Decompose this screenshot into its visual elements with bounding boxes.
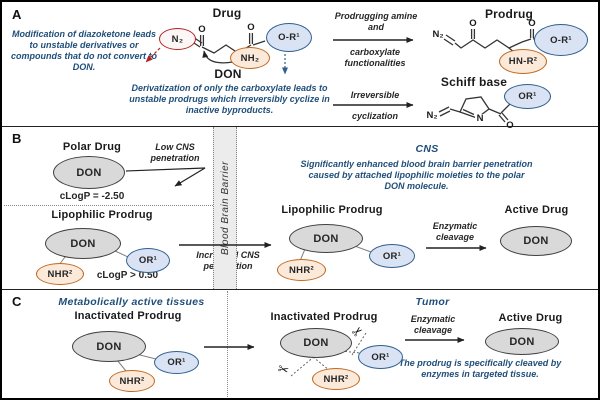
irreversible-label: Irreversible: [350, 90, 400, 100]
unstable-diazo-arrow: [145, 47, 161, 63]
schiff-carbonyl-oxygen: O: [506, 120, 514, 131]
cyclization-label: cyclization: [351, 111, 398, 121]
cleaving-nhr2-chip: NHR²: [312, 368, 360, 390]
panel-c-letter: C: [12, 294, 22, 309]
polar-clogp-value: cLogP = -2.50: [59, 191, 125, 202]
tissue-tumor-divider: [227, 291, 228, 398]
prodrug-ester-chip: O-R¹: [534, 24, 588, 56]
inactivated-or1-chip: OR¹: [154, 351, 199, 374]
lipophilic-prodrug-title: Lipophilic Prodrug: [51, 209, 153, 221]
panel-a-letter: A: [12, 7, 22, 22]
panel-b-c-divider: [2, 289, 598, 290]
prodrug-title: Prodrug: [484, 7, 534, 21]
polar-don-chip: DON: [53, 156, 125, 189]
prodrug-ketone-oxygen: O: [469, 18, 477, 29]
cleaving-or1-chip: OR¹: [358, 345, 403, 369]
blood-brain-barrier-bar: Blood Brain Barrier: [213, 127, 237, 289]
inactivated-don-chip: DON: [72, 331, 146, 362]
prodrug-carboxyl-oxygen: O: [528, 18, 536, 29]
lipophilic-nhr2-chip: NHR²: [36, 263, 84, 285]
prodrug-diazo-atom: N₂: [432, 29, 444, 40]
low-penetration-bounce-arrow: [125, 167, 206, 187]
polar-drug-title: Polar Drug: [62, 141, 122, 153]
panel-b-letter: B: [12, 131, 22, 146]
polar-lipophilic-divider: [4, 205, 213, 206]
cleaving-don-chip: DON: [280, 328, 352, 358]
prodrugging-label-above: Prodrugging amine and: [334, 11, 418, 32]
lipophilic-or1-chip-right: OR¹: [369, 244, 415, 268]
diazo-group-chip: N₂: [159, 28, 196, 50]
active-don-chip-c: DON: [485, 328, 559, 355]
carboxylate-note: Derivatization of only the carboxylate l…: [129, 83, 330, 115]
schiff-base-title: Schiff base: [440, 75, 508, 89]
active-drug-title-c: Active Drug: [498, 312, 563, 324]
inactivated-prodrug-title-right: Inactivated Prodrug: [270, 311, 378, 323]
amine-group-chip: NH₂: [230, 47, 270, 69]
schiff-diazo-atom: N₂: [426, 110, 438, 121]
schiff-base-skeleton: [438, 96, 511, 123]
prodrugging-label-below: carboxylate functionalities: [344, 47, 406, 68]
lipophilic-prodrug-title-right: Lipophilic Prodrug: [281, 204, 383, 216]
lipophilic-don-chip: DON: [45, 228, 121, 259]
low-cns-label: Low CNS penetration: [150, 142, 200, 163]
schiff-ester-chip: OR¹: [504, 84, 551, 109]
carboxyl-oxygen-atom: O: [247, 22, 255, 33]
lipophilic-clogp-value: cLogP > 0.50: [96, 270, 159, 281]
cns-heading: CNS: [415, 143, 439, 155]
lipophilic-or1-chip: OR¹: [126, 248, 170, 273]
lipophilic-don-chip-right: DON: [289, 224, 363, 253]
prodrug-amide-chip: HN-R²: [499, 49, 547, 74]
lipophilic-nhr2-chip-right: NHR²: [277, 259, 326, 281]
schiff-ring-nitrogen: N: [475, 113, 485, 124]
drug-title: Drug: [212, 6, 242, 20]
don-label: DON: [214, 67, 242, 81]
inactivated-prodrug-title: Inactivated Prodrug: [74, 310, 182, 322]
panel-a-b-divider: [2, 126, 598, 127]
tissues-heading: Metabolically active tissues: [58, 296, 205, 308]
active-drug-title-b: Active Drug: [504, 204, 569, 216]
ester-group-chip: O-R¹: [266, 23, 312, 52]
targeted-cleavage-note: The prodrug is specifically cleaved by e…: [398, 358, 562, 379]
ketone-oxygen-atom: O: [198, 24, 206, 35]
enzymatic-cleavage-label-b: Enzymatic cleavage: [432, 221, 478, 242]
active-don-chip-b: DON: [500, 226, 572, 256]
inactivated-nhr2-chip: NHR²: [109, 370, 155, 392]
cns-note: Significantly enhanced blood brain barri…: [300, 159, 533, 191]
tumor-heading: Tumor: [415, 296, 450, 308]
diazoketone-note: Modification of diazoketone leads to uns…: [11, 29, 157, 72]
enzymatic-cleavage-label-c: Enzymatic cleavage: [410, 314, 456, 335]
